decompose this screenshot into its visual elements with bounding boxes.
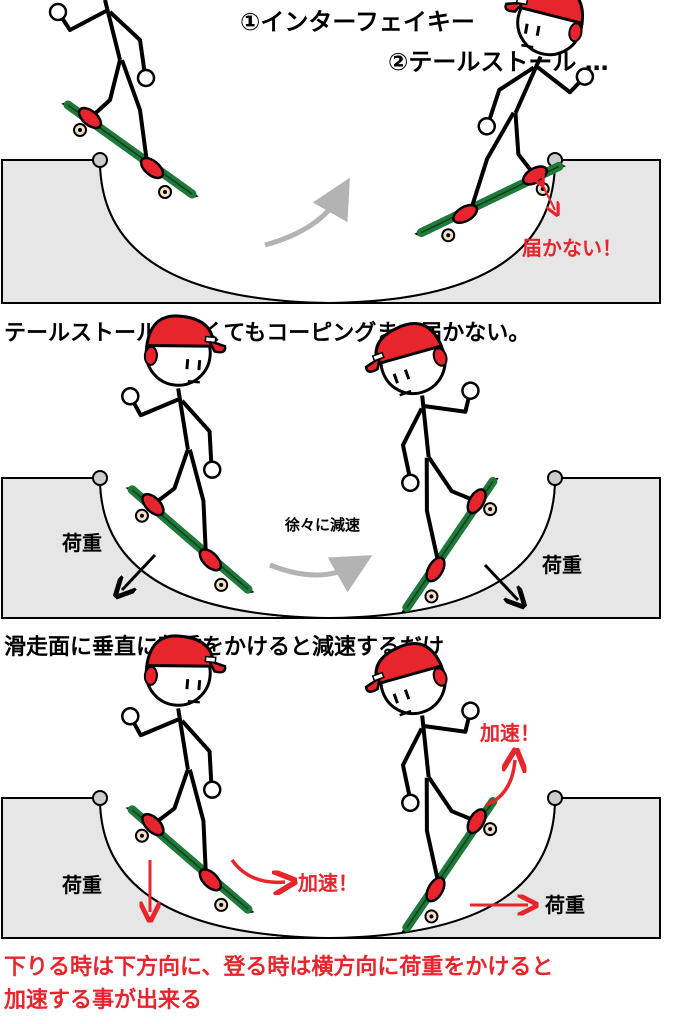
motion-arrow-1	[264, 177, 350, 248]
accel-mid-label: 加速！	[297, 871, 358, 895]
reach-note: 届かない！	[522, 236, 622, 260]
caption-3-line2: 加速する事が出来る	[3, 987, 202, 1013]
caption-2: 滑走面に垂直に荷重をかけると減速するだけ	[4, 634, 444, 660]
load-right-label-2: 荷重	[542, 553, 582, 577]
slowdown-label: 徐々に減速	[284, 516, 360, 534]
load-left-label-2: 荷重	[62, 531, 102, 555]
coping-left-3	[92, 790, 108, 806]
load-arrow-right-2	[483, 563, 518, 600]
coping-right-3	[547, 790, 563, 806]
coping-right-2	[547, 470, 563, 486]
coping-left-2	[92, 470, 108, 486]
panel-1: ①インターフェイキー ②テールストール … 届かない！ テールストールしたくても…	[1, 0, 661, 346]
accel-arrow-mid	[230, 858, 285, 882]
coping-left	[92, 152, 108, 168]
accel-arrow-top	[485, 760, 515, 807]
slowdown-arrow	[269, 555, 373, 593]
caption-1: テールストールしたくてもコーピングまで届かない。	[4, 320, 530, 346]
trick-1-label: ①インターフェイキー	[240, 8, 475, 36]
load-right-label-3: 荷重	[545, 893, 585, 917]
panel-2: 徐々に減速 荷重 荷重 滑走面に垂直に荷重をかけると減速するだけ	[1, 309, 661, 660]
panel-3: 加速！ 加速！ 荷重 荷重 下りる時は下方向に、登る時は横方向に荷重をかけると …	[1, 629, 661, 1013]
trick-2-label: ②テールストール …	[388, 48, 609, 76]
load-left-label-3: 荷重	[62, 873, 102, 897]
accel-top-label: 加速！	[479, 721, 540, 745]
caption-3-line1: 下りる時は下方向に、登る時は横方向に荷重をかけると	[4, 954, 553, 980]
load-arrow-left-2	[122, 553, 157, 590]
